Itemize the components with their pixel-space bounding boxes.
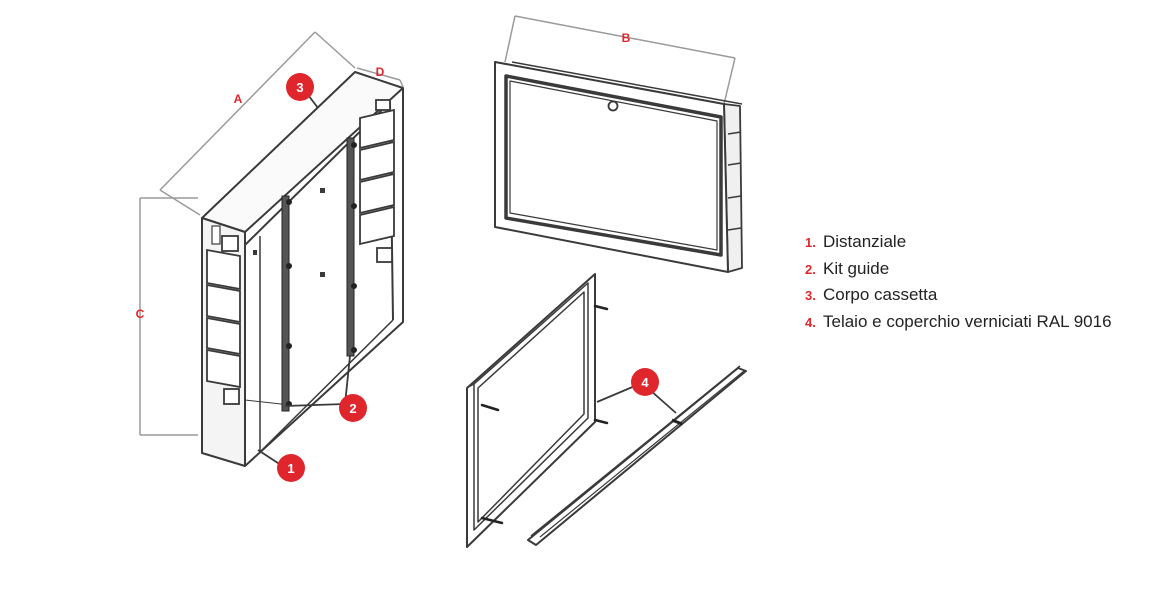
cover-lid	[527, 365, 747, 546]
legend-label: Distanziale	[823, 232, 907, 251]
legend-label: Kit guide	[823, 258, 890, 278]
guide-rails	[253, 137, 357, 412]
frame-exploded	[466, 273, 609, 548]
parts-legend: 1. Distanziale 2. Kit guide 3. Corpo cas…	[805, 232, 1165, 338]
callout-badge-3: 3	[286, 73, 314, 101]
callout-badge-1: 1	[277, 454, 305, 482]
legend-item: 3. Corpo cassetta	[805, 285, 1165, 312]
dimension-labels: A D C B	[136, 31, 631, 321]
dimension-lines	[139, 15, 736, 436]
callout-number-3: 3	[296, 80, 303, 95]
side-knockouts-left	[206, 225, 241, 405]
callout-number-2: 2	[349, 401, 356, 416]
dimension-label-a: A	[234, 92, 243, 106]
dimension-label-b: B	[622, 31, 631, 45]
legend-number: 2.	[805, 261, 816, 277]
legend-item: 4. Telaio e coperchio verniciati RAL 901…	[805, 312, 1165, 339]
legend-number: 4.	[805, 314, 816, 330]
callout-number-4: 4	[641, 375, 649, 390]
callout-badge-2: 2	[339, 394, 367, 422]
callout-badge-4: 4	[631, 368, 659, 396]
legend-number: 1.	[805, 235, 816, 250]
cover-frame-front	[494, 61, 743, 273]
dimension-label-d: D	[376, 65, 385, 79]
side-knockouts-right	[359, 99, 395, 263]
legend-item: 2. Kit guide	[805, 259, 1165, 286]
dimension-label-c: C	[136, 307, 145, 321]
legend-label: Corpo cassetta	[823, 285, 938, 304]
legend-label: Telaio e coperchio verniciati RAL 9016	[823, 311, 1112, 331]
legend-number: 3.	[805, 288, 816, 303]
legend-item: 1. Distanziale	[805, 232, 1165, 259]
callout-number-1: 1	[287, 461, 294, 476]
